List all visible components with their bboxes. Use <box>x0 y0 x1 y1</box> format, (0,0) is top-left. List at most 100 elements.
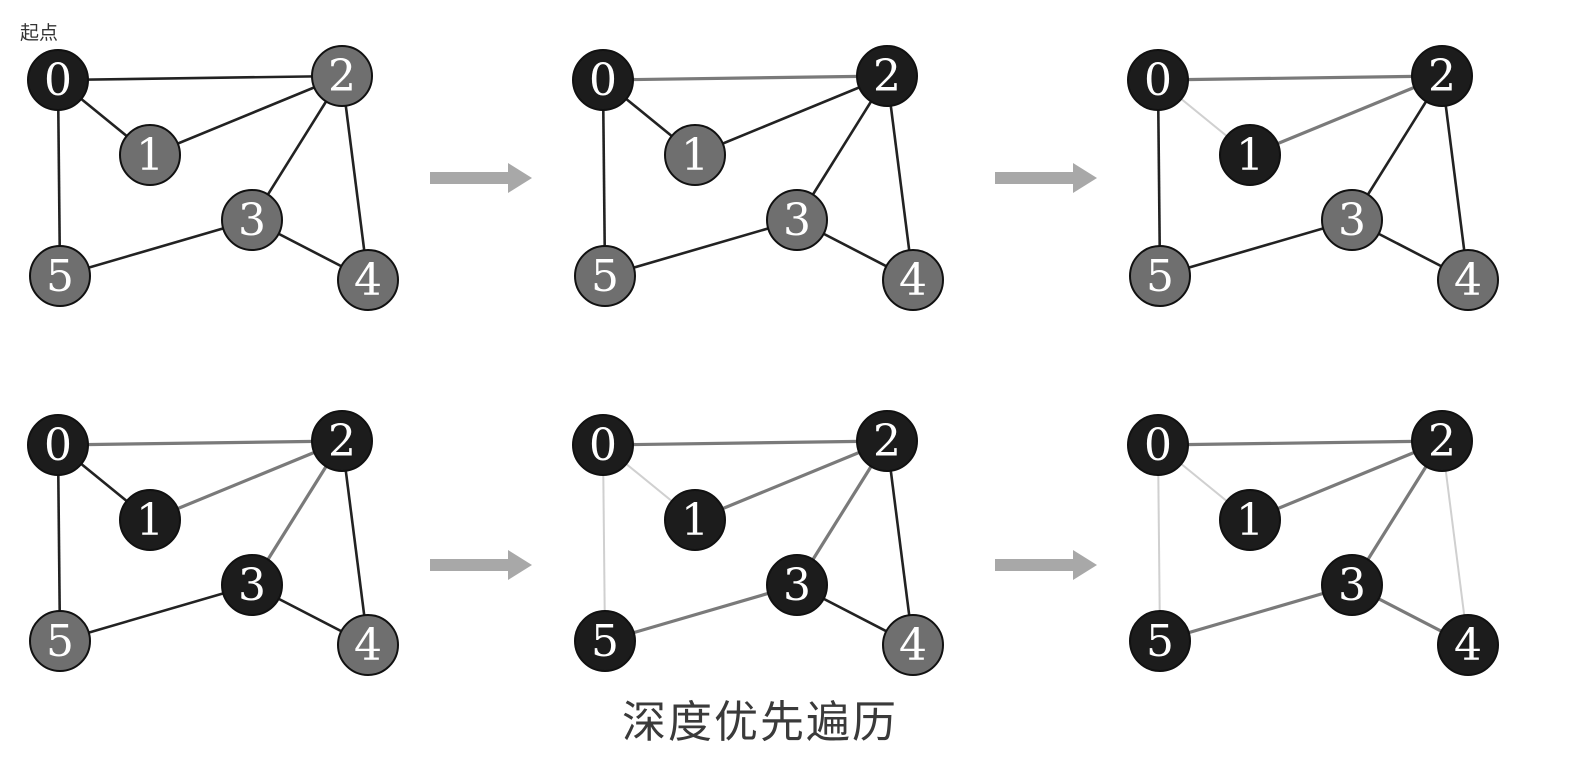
node-5: 5 <box>29 245 91 307</box>
node-3-circle <box>766 554 828 616</box>
node-0-label: 0 <box>44 55 72 106</box>
node-2-label: 2 <box>328 416 356 467</box>
node-3-label: 3 <box>238 560 266 611</box>
node-4-circle <box>337 249 399 311</box>
node-1-label: 1 <box>681 130 709 181</box>
edge-3-5 <box>604 218 798 278</box>
node-4: 4 <box>337 249 399 311</box>
node-5-circle <box>574 245 636 307</box>
node-0-circle <box>1127 49 1189 111</box>
node-1-label: 1 <box>136 130 164 181</box>
edge-0-2 <box>602 439 888 447</box>
node-1-circle <box>119 489 181 551</box>
step-panel-6: 01 2 3 4 5 <box>1127 410 1499 676</box>
node-4-circle <box>1437 614 1499 676</box>
node-2-circle <box>856 410 918 472</box>
node-4-label: 4 <box>899 620 927 671</box>
node-3-circle <box>1321 189 1383 251</box>
node-5: 5 <box>1129 610 1191 672</box>
node-2-label: 2 <box>873 51 901 102</box>
node-1-label: 1 <box>1236 130 1264 181</box>
node-3: 3 <box>766 189 828 251</box>
edge-3-5 <box>604 583 798 643</box>
node-0-circle <box>27 49 89 111</box>
edge-0-5 <box>602 444 606 642</box>
node-2-label: 2 <box>1428 51 1456 102</box>
node-2: 2 <box>856 45 918 107</box>
node-1-circle <box>664 489 726 551</box>
edge-2-4 <box>885 75 915 281</box>
node-3-circle <box>221 189 283 251</box>
start-label: 起点 <box>20 22 59 44</box>
caption: 深度优先遍历 <box>622 697 898 748</box>
node-1-label: 1 <box>681 495 709 546</box>
edge-3-5 <box>1159 218 1353 278</box>
node-4: 4 <box>1437 249 1499 311</box>
edge-3-5 <box>1159 583 1353 643</box>
node-0-circle <box>1127 414 1189 476</box>
node-0-circle <box>572 414 634 476</box>
edge-0-2 <box>602 74 888 82</box>
node-0-label: 0 <box>589 55 617 106</box>
edge-1-2 <box>1249 74 1443 157</box>
node-2-circle <box>856 45 918 107</box>
node-2: 2 <box>311 410 373 472</box>
node-2: 2 <box>311 45 373 107</box>
node-2-circle <box>1411 410 1473 472</box>
node-5-label: 5 <box>591 616 619 667</box>
node-3-label: 3 <box>783 195 811 246</box>
node-3-circle <box>221 554 283 616</box>
step-panel-2: 0 1 2 3 4 5 <box>572 45 944 311</box>
node-1: 1 <box>664 124 726 186</box>
node-4-circle <box>1437 249 1499 311</box>
node-5-circle <box>574 610 636 672</box>
node-4-label: 4 <box>899 255 927 306</box>
edge-2-4 <box>340 75 370 281</box>
edge-1-2 <box>694 439 888 522</box>
node-5-circle <box>1129 610 1191 672</box>
node-5-label: 5 <box>591 251 619 302</box>
node-4-circle <box>882 249 944 311</box>
step-arrow-3 <box>430 550 532 580</box>
step-arrow-1 <box>430 163 532 193</box>
node-1-circle <box>119 124 181 186</box>
node-0: 0 <box>1127 414 1189 476</box>
node-1-circle <box>664 124 726 186</box>
edge-0-5 <box>601 79 607 277</box>
edge-2-4 <box>1440 75 1470 281</box>
node-1: 1 <box>1219 124 1281 186</box>
node-1: 1 <box>119 124 181 186</box>
edge-2-4 <box>885 440 915 646</box>
node-1: 1 <box>1219 489 1281 551</box>
node-3: 3 <box>1321 554 1383 616</box>
node-4: 4 <box>882 249 944 311</box>
node-5-label: 5 <box>1146 251 1174 302</box>
step-panel-3: 0 1 2 3 4 5 <box>1127 45 1499 311</box>
node-4-label: 4 <box>354 255 382 306</box>
step-arrow-4 <box>995 550 1097 580</box>
node-0: 0 <box>27 414 89 476</box>
node-2-label: 2 <box>328 51 356 102</box>
edge-0-5 <box>1156 79 1162 277</box>
node-4-label: 4 <box>1454 255 1482 306</box>
node-2-label: 2 <box>873 416 901 467</box>
node-3-label: 3 <box>1338 195 1366 246</box>
edge-1-2 <box>1249 439 1443 522</box>
edge-1-2 <box>149 439 343 522</box>
node-0-label: 0 <box>1144 55 1172 106</box>
edge-3-5 <box>59 218 253 278</box>
node-2: 2 <box>1411 410 1473 472</box>
node-5-circle <box>29 610 91 672</box>
node-0: 0 <box>572 414 634 476</box>
node-2-circle <box>311 45 373 107</box>
edge-2-4 <box>1441 440 1469 646</box>
node-3-circle <box>1321 554 1383 616</box>
node-4-label: 4 <box>1454 620 1482 671</box>
node-2: 2 <box>856 410 918 472</box>
edge-3-5 <box>59 583 253 643</box>
node-0-circle <box>27 414 89 476</box>
edge-1-2 <box>149 74 343 157</box>
node-0: 0 <box>1127 49 1189 111</box>
node-3-circle <box>766 189 828 251</box>
node-5-label: 5 <box>46 616 74 667</box>
